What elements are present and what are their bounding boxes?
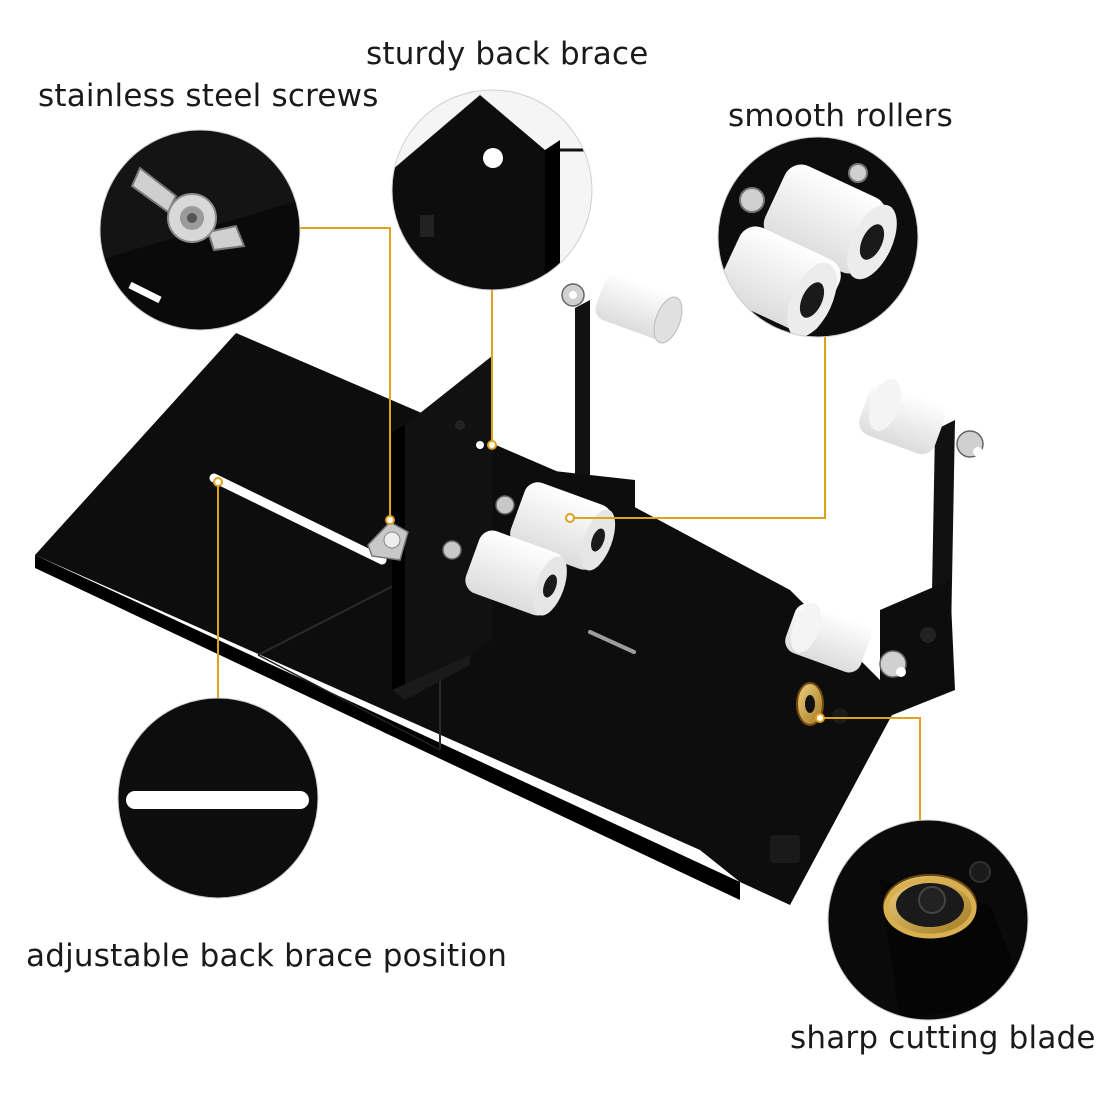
detail-circle-slot bbox=[117, 697, 319, 899]
callout-sturdy-back-brace: sturdy back brace bbox=[366, 36, 649, 72]
cap-nut-icon bbox=[739, 163, 868, 213]
leader-lines bbox=[217, 227, 921, 820]
leader-dots bbox=[213, 440, 825, 723]
wing-nut bbox=[367, 521, 409, 561]
roller-arm-front bbox=[770, 420, 984, 863]
detail-circle-blade bbox=[827, 819, 1029, 1021]
roller-lower-front bbox=[785, 603, 871, 673]
detail-circle-screws bbox=[99, 129, 301, 331]
detail-circle-rollers bbox=[717, 136, 919, 338]
callout-stainless-steel-screws: stainless steel screws bbox=[38, 78, 379, 114]
callout-adjustable-back-brace-position: adjustable back brace position bbox=[26, 938, 508, 974]
callout-sharp-cutting-blade: sharp cutting blade bbox=[790, 1020, 1096, 1056]
roller-upper-front bbox=[859, 379, 945, 455]
callout-smooth-rollers: smooth rollers bbox=[728, 98, 953, 134]
wing-nut-icon bbox=[130, 166, 246, 252]
cutting-wheel-icon bbox=[883, 861, 991, 939]
adjustment-slot bbox=[209, 473, 387, 565]
back-brace bbox=[392, 356, 492, 700]
roller-front bbox=[442, 530, 567, 616]
roller-upper-rear bbox=[595, 274, 683, 344]
detail-circle-brace bbox=[391, 89, 593, 291]
